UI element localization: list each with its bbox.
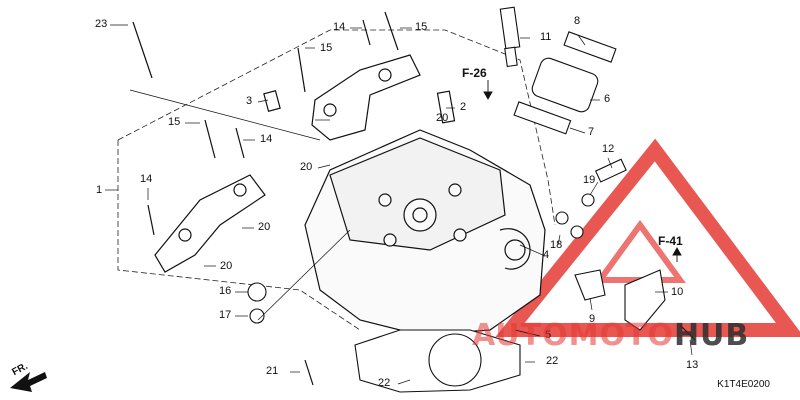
- callout-17: 17: [219, 309, 232, 321]
- callout-1: 1: [96, 184, 103, 196]
- callout-16: 16: [219, 285, 232, 297]
- callout-14-top: 14: [333, 21, 346, 33]
- callout-6: 6: [604, 93, 611, 105]
- callout-10: 10: [671, 286, 684, 298]
- callout-20-d: 20: [220, 260, 233, 272]
- callout-20-c: 20: [258, 221, 271, 233]
- callout-2: 2: [460, 101, 467, 113]
- callout-8: 8: [574, 15, 581, 27]
- callout-9: 9: [589, 313, 596, 325]
- callout-22-right: 22: [546, 355, 559, 367]
- callout-15-mid: 15: [320, 42, 333, 54]
- callout-15-top: 15: [415, 21, 428, 33]
- callout-12: 12: [602, 143, 615, 155]
- tensioner-parts: [247, 31, 666, 331]
- watermark-text-dark: HUB: [673, 318, 750, 353]
- callout-20-b: 20: [300, 161, 313, 173]
- callout-3: 3: [246, 95, 253, 107]
- leader-lines: [105, 24, 693, 385]
- spark-plug: [499, 6, 521, 68]
- watermark-logo: AUTOMOTOHUB: [472, 318, 749, 353]
- ref-f41: F-41: [658, 234, 683, 248]
- callout-21: 21: [266, 365, 279, 377]
- callout-4: 4: [543, 249, 550, 261]
- callout-14-left: 14: [140, 173, 153, 185]
- f26-arrow: [483, 80, 493, 100]
- callout-15-left: 15: [168, 116, 181, 128]
- callout-13: 13: [686, 359, 699, 371]
- callout-14-mid: 14: [260, 133, 273, 145]
- ref-f26: F-26: [462, 66, 487, 80]
- f41-arrow: [672, 247, 682, 262]
- callout-23: 23: [95, 18, 108, 30]
- callout-11: 11: [540, 31, 552, 43]
- callout-19: 19: [583, 174, 596, 186]
- cam-holder-lower: [154, 174, 266, 273]
- cylinder-head: [304, 129, 546, 336]
- callout-22-bottom: 22: [378, 377, 391, 389]
- head-gasket: [354, 329, 521, 393]
- drawing-code: K1T4E0200: [717, 379, 770, 390]
- callout-7: 7: [588, 126, 595, 138]
- watermark-text-red: AUTOMOTO: [472, 318, 674, 353]
- bolts: [132, 11, 696, 386]
- cam-holder-upper: [311, 54, 421, 141]
- assembly-outline: [117, 29, 556, 331]
- callout-5: 5: [545, 329, 552, 341]
- callout-20-a: 20: [436, 112, 449, 124]
- front-arrow: [10, 372, 47, 392]
- callout-18: 18: [550, 239, 563, 251]
- watermark-triangle: [495, 138, 800, 337]
